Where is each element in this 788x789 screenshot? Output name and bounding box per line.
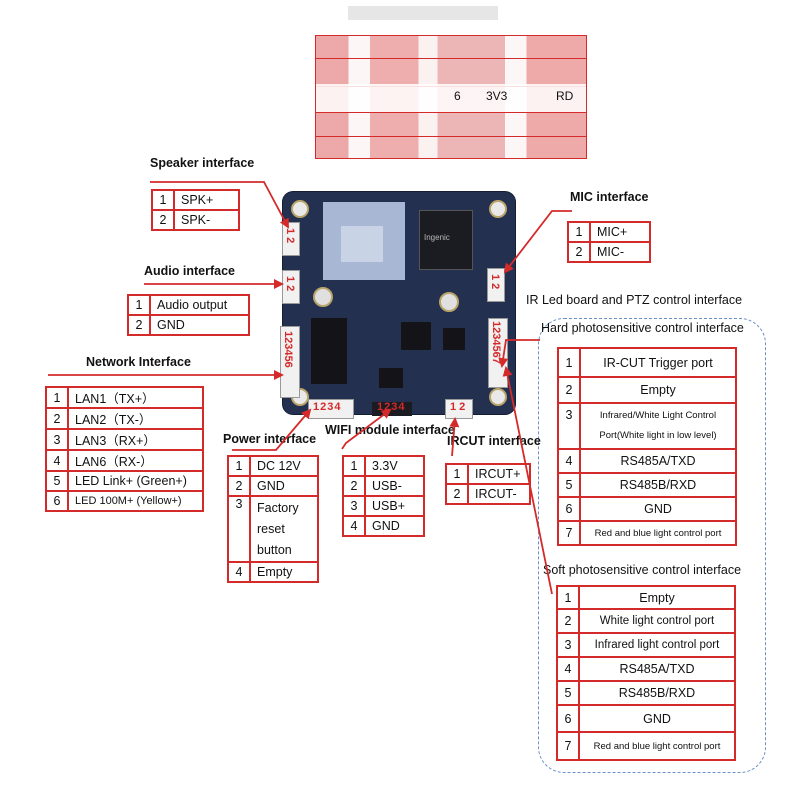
top-table-value-a: 3V3 <box>486 89 508 103</box>
hard-photosensitive-title: Hard photosensitive control interface <box>541 321 744 335</box>
chip <box>443 328 465 350</box>
soft-photosensitive-title: Soft photosensitive control interface <box>543 563 742 577</box>
ir-led-ptz-title: IR Led board and PTZ control interface <box>526 293 743 307</box>
audio-interface-title: Audio interface <box>144 264 235 278</box>
speaker-interface-title: Speaker interface <box>150 156 255 170</box>
mic-connector: 1 2 <box>487 268 505 302</box>
top-table-value-b: RD <box>556 89 574 103</box>
hard-arrow <box>498 339 540 368</box>
ircut-interface-title: IRCUT interface <box>447 434 541 448</box>
wifi-arrow <box>341 408 392 450</box>
mounting-hole <box>489 388 507 406</box>
power-arrow <box>232 408 312 451</box>
speaker-arrow <box>150 181 289 229</box>
soft-arrow <box>502 366 553 595</box>
top-table-pin: 6 <box>454 89 461 103</box>
ir-led-ptz-group-outline <box>538 318 766 773</box>
blurred-top-table: 6 3V3 RD <box>315 35 587 159</box>
speaker-connector: 1 2 <box>282 222 300 256</box>
mounting-hole <box>489 200 507 218</box>
chip-label: Ingenic <box>424 233 450 242</box>
network-connector: 123456 <box>280 326 300 398</box>
camera-pcb-board: Ingenic <box>283 192 515 414</box>
mic-interface-title: MIC interface <box>570 190 649 204</box>
processor-chip: Ingenic <box>419 210 473 270</box>
mounting-hole <box>291 200 309 218</box>
network-interface-title: Network Interface <box>86 355 191 369</box>
sensor-lens-blurred <box>341 226 383 262</box>
chip <box>401 322 431 350</box>
mic-arrow <box>503 210 572 274</box>
blurred-top-label <box>348 6 498 20</box>
power-interface-title: Power interface <box>223 432 317 446</box>
mounting-hole <box>439 292 459 312</box>
mounting-hole <box>313 287 333 307</box>
ircut-arrow <box>449 417 460 457</box>
chip <box>379 368 403 388</box>
ethernet-transformer <box>311 318 347 384</box>
